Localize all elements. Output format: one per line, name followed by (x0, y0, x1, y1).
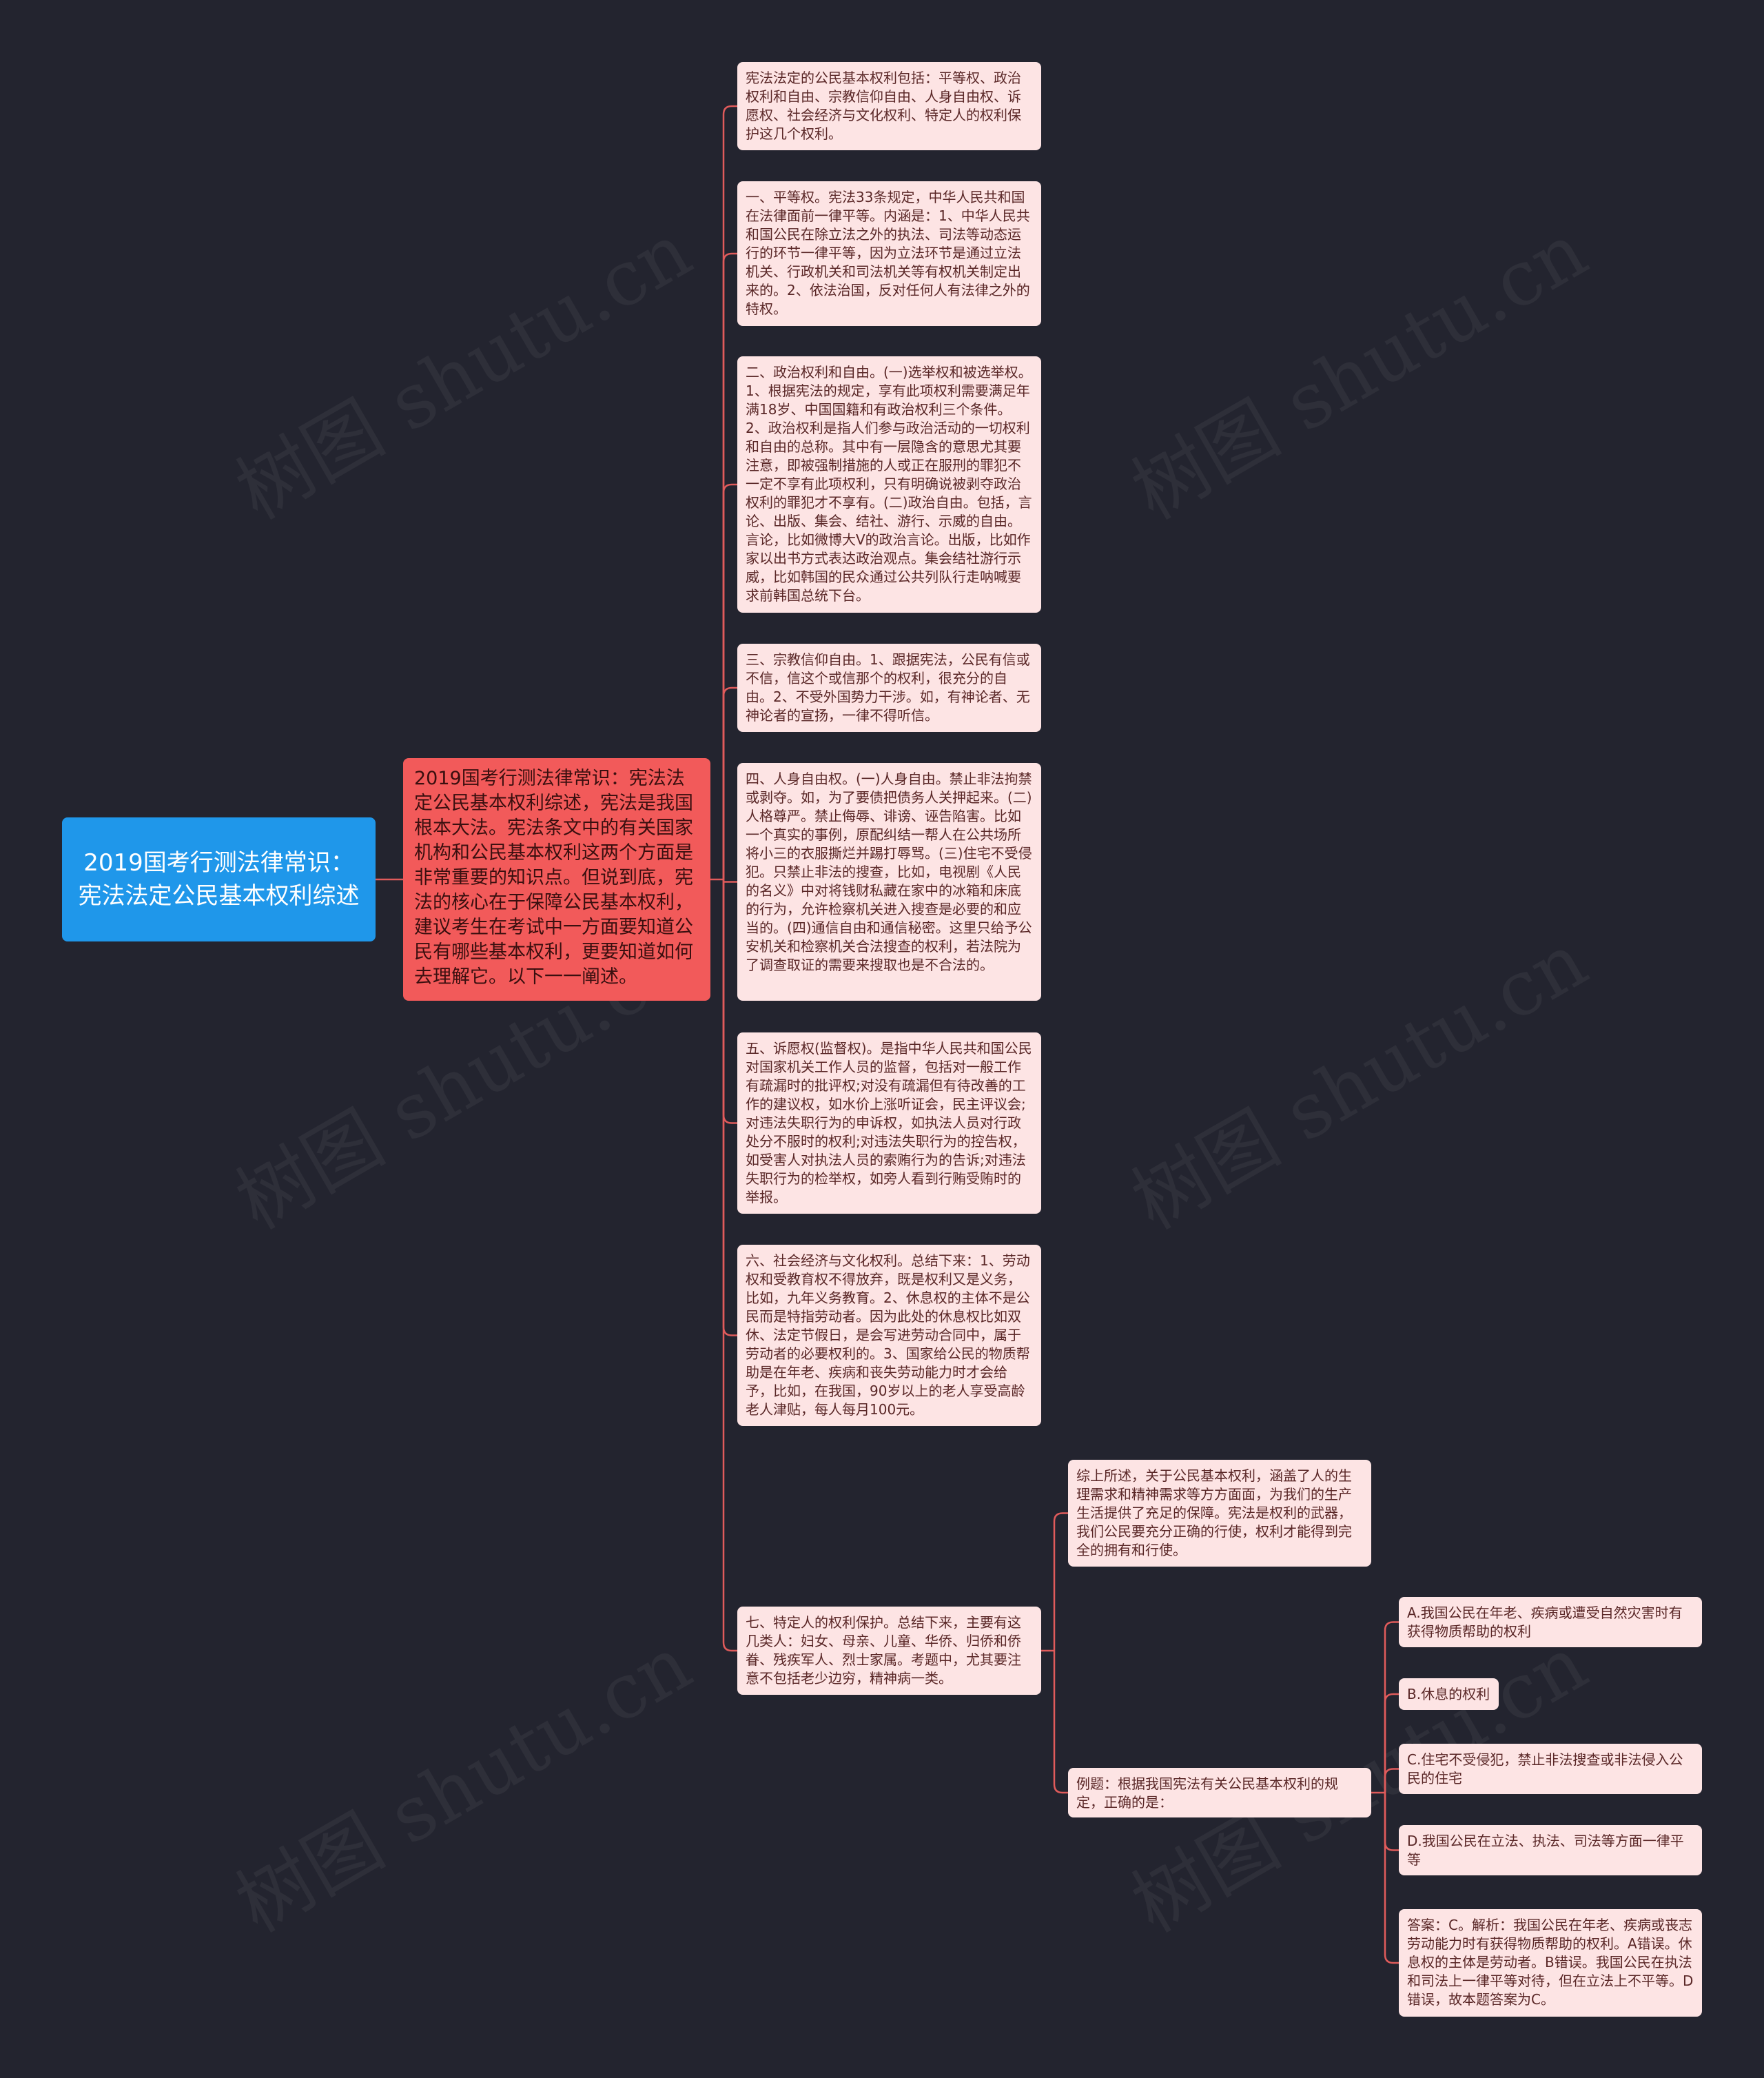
option-links-branch (1384, 1621, 1399, 1793)
option-links-branch (1384, 1793, 1399, 1964)
option-b[interactable]: B.休息的权利 (1399, 1678, 1499, 1710)
topic-equality[interactable]: 一、平等权。宪法33条规定，中华人民共和国在法律面前一律平等。内涵是：1、中华人… (737, 181, 1041, 326)
summary-links-branch (722, 105, 737, 879)
conclusion-node[interactable]: 综上所述，关于公民基本权利，涵盖了人的生理需求和精神需求等方方面面，为我们的生产… (1068, 1460, 1371, 1567)
option-links-branch (1384, 1793, 1399, 1851)
watermark: 树图 shutu.cn (222, 1619, 706, 1949)
summary-links-branch (722, 252, 737, 879)
option-links-branch (1384, 1768, 1399, 1793)
option-c[interactable]: C.住宅不受侵犯，禁止非法搜查或非法侵入公民的住宅 (1399, 1744, 1702, 1794)
special-links-branch (1053, 1651, 1068, 1794)
topic-special-protection[interactable]: 七、特定人的权利保护。总结下来，主要有这几类人：妇女、母亲、儿童、华侨、归侨和侨… (737, 1607, 1041, 1695)
topic-religious-freedom[interactable]: 三、宗教信仰自由。1、跟据宪法，公民有信或不信，信这个或信那个的权利，很充分的自… (737, 644, 1041, 732)
topic-social-economic-rights[interactable]: 六、社会经济与文化权利。总结下来：1、劳动权和受教育权不得放弃，既是权利又是义务… (737, 1245, 1041, 1426)
topic-overview[interactable]: 宪法法定的公民基本权利包括：平等权、政治权利和自由、宗教信仰自由、人身自由权、诉… (737, 62, 1041, 150)
summary-links-branch (722, 879, 737, 1652)
watermark: 树图 shutu.cn (1118, 206, 1601, 536)
special-links-branch (1053, 1512, 1068, 1651)
topic-personal-freedom[interactable]: 四、人身自由权。(一)人身自由。禁止非法拘禁或剥夺。如，为了要债把债务人关押起来… (737, 763, 1041, 1001)
root-topic[interactable]: 2019国考行测法律常识：宪法法定公民基本权利综述 (62, 817, 376, 941)
summary-topic[interactable]: 2019国考行测法律常识：宪法法定公民基本权利综述，宪法是我国根本大法。宪法条文… (403, 758, 710, 1001)
watermark: 树图 shutu.cn (1118, 916, 1601, 1246)
option-d[interactable]: D.我国公民在立法、执法、司法等方面一律平等 (1399, 1825, 1702, 1875)
summary-links-branch (722, 686, 737, 879)
example-question-node[interactable]: 例题：根据我国宪法有关公民基本权利的规定，正确的是： (1068, 1768, 1371, 1817)
summary-links-branch (722, 879, 737, 1336)
option-a[interactable]: A.我国公民在年老、疾病或遭受自然灾害时有获得物质帮助的权利 (1399, 1597, 1702, 1647)
topic-petition-rights[interactable]: 五、诉愿权(监督权)。是指中华人民共和国公民对国家机关工作人员的监督，包括对一般… (737, 1032, 1041, 1214)
answer-explanation[interactable]: 答案：C。解析：我国公民在年老、疾病或丧志劳动能力时有获得物质帮助的权利。A错误… (1399, 1909, 1702, 2017)
summary-links-branch (722, 483, 737, 879)
topic-political-rights[interactable]: 二、政治权利和自由。(一)选举权和被选举权。1、根据宪法的规定，享有此项权利需要… (737, 356, 1041, 613)
watermark: 树图 shutu.cn (222, 206, 706, 536)
option-links-branch (1384, 1693, 1399, 1793)
summary-links-branch (722, 879, 737, 1124)
